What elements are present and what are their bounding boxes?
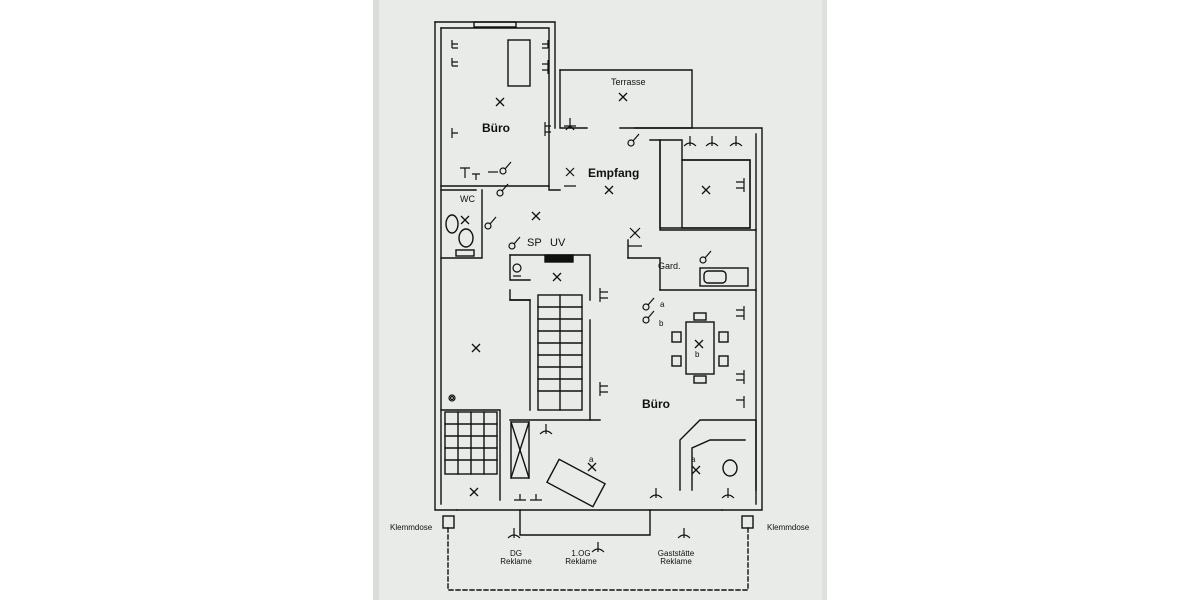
signage-label-dg: DG Reklame — [500, 550, 532, 566]
panel-label-uv: UV — [550, 237, 566, 249]
distribution-panel — [544, 254, 574, 263]
room-label-buero-main: Büro — [642, 397, 670, 411]
circuit-mark-a1: a — [660, 300, 665, 309]
corner-desk — [679, 419, 757, 491]
panel-label-sp: SP — [527, 237, 542, 249]
signage-1og-line1: 1.OG — [571, 549, 591, 558]
kitchen-sink — [699, 267, 749, 287]
interior-walls — [440, 127, 757, 501]
signage-dg-line1: DG — [509, 549, 522, 558]
circuit-mark-b1: b — [659, 319, 664, 328]
room-label-buero-top: Büro — [482, 121, 510, 135]
signage-dg-line2: Reklame — [500, 557, 532, 566]
toilet — [445, 214, 459, 234]
switches — [448, 133, 712, 402]
klemmdose-label-right: Klemmdose — [767, 523, 810, 532]
counter-inner — [681, 159, 751, 229]
bottom-dashed — [447, 527, 749, 591]
paper-edge — [822, 0, 827, 600]
meeting-table — [685, 321, 715, 375]
window-top — [473, 21, 517, 28]
stairs-main — [537, 294, 583, 411]
circuit-mark-a3: a — [691, 455, 696, 464]
signage-gaststaette-line2: Reklame — [660, 557, 692, 566]
room-label-wc: WC — [460, 194, 475, 204]
ceiling-lights — [460, 92, 711, 497]
room-label-gard: Gard. — [658, 261, 681, 271]
desk-top-office — [507, 39, 531, 87]
klemmdose-label-left: Klemmdose — [390, 523, 433, 532]
circuit-mark-b2: b — [695, 350, 700, 359]
signage-label-gaststaette: Gaststätte Reklame — [658, 550, 694, 566]
paper-shadow — [373, 0, 379, 600]
desk-main-office — [545, 458, 607, 508]
room-label-terrasse: Terrasse — [611, 77, 646, 87]
room-label-empfang: Empfang — [588, 166, 640, 180]
signage-gaststaette-line1: Gaststätte — [657, 549, 695, 558]
circuit-mark-a2: a — [589, 455, 594, 464]
signage-label-1og: 1.OG Reklame — [565, 550, 597, 566]
signage-1og-line2: Reklame — [565, 557, 597, 566]
cabinet-box — [510, 421, 530, 479]
washbasin — [458, 228, 474, 248]
stairs-basement — [444, 411, 498, 475]
sockets — [451, 40, 745, 553]
